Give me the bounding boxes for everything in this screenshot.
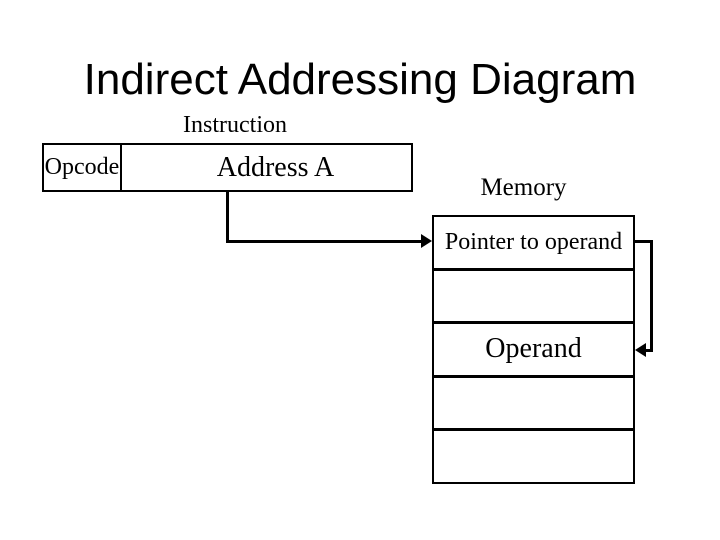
arrow-address-to-pointer-vertical-segment [226,192,229,242]
page-title: Indirect Addressing Diagram [83,55,637,104]
arrowhead-right-icon [421,234,432,248]
arrow-pointer-to-operand-vertical-segment [650,240,653,352]
instruction-caption: Instruction [183,112,287,138]
memory-caption: Memory [480,174,567,201]
address-field-cell: Address A [122,145,411,190]
instruction-box: Opcode Address A [42,143,413,192]
arrow-pointer-to-operand-top-segment [635,240,652,243]
memory-table: Pointer to operand Operand [432,215,635,484]
memory-row-pointer: Pointer to operand [434,217,633,268]
memory-row-empty-1 [434,267,633,322]
arrow-address-to-pointer-horizontal-segment [226,240,423,243]
memory-row-empty-2 [434,374,633,429]
address-label: Address A [216,151,335,183]
pointer-to-operand-label: Pointer to operand [444,228,623,255]
memory-row-operand: Operand [434,321,633,375]
opcode-label: Opcode [44,154,120,180]
memory-row-empty-3 [434,428,633,482]
arrowhead-left-icon [635,343,646,357]
arrow-pointer-to-operand-bottom-segment [644,349,653,352]
operand-label: Operand [485,333,582,365]
opcode-cell: Opcode [44,145,122,190]
